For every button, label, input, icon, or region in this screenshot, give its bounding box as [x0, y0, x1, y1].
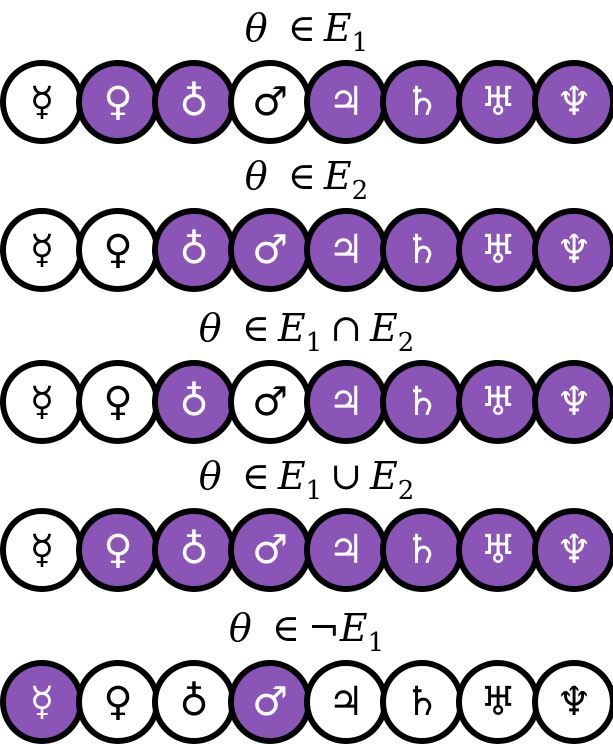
jupiter-icon: ♃ [304, 208, 388, 292]
panel-title: θ ∈E2 [0, 148, 613, 204]
symbol-row: ☿♀♁♂♃♄♅♆ [0, 360, 613, 444]
saturn-icon: ♄ [380, 60, 464, 144]
jupiter-icon: ♃ [304, 360, 388, 444]
jupiter-icon: ♃ [304, 60, 388, 144]
venus-icon: ♀ [76, 508, 160, 592]
panel-title: θ ∈E1∩E2 [0, 300, 613, 356]
set-a-subscript: 2 [351, 176, 369, 206]
uranus-icon: ♅ [456, 660, 540, 744]
panel-title: θ ∈E1∪E2 [0, 448, 613, 504]
earth-icon: ♁ [152, 508, 236, 592]
set-a-name: E [323, 154, 352, 198]
panel-title: θ ∈E1 [0, 0, 613, 56]
saturn-icon: ♄ [380, 360, 464, 444]
uranus-icon: ♅ [456, 208, 540, 292]
mars-icon: ♂ [228, 208, 312, 292]
neptune-icon: ♆ [532, 208, 613, 292]
set-a-subscript: 1 [351, 28, 369, 58]
set-b-subscript: 2 [397, 476, 415, 506]
mercury-icon: ☿ [0, 660, 84, 744]
panel-title: θ ∈¬E1 [0, 600, 613, 656]
set-b-name: E [369, 306, 398, 350]
union-symbol: ∪ [330, 454, 362, 498]
mars-icon: ♂ [228, 660, 312, 744]
set-b-subscript: 2 [397, 328, 415, 358]
negation-symbol: ¬ [307, 606, 340, 650]
jupiter-icon: ♃ [304, 508, 388, 592]
saturn-icon: ♄ [380, 508, 464, 592]
set-a-name: E [339, 606, 368, 650]
symbol-row: ☿♀♁♂♃♄♅♆ [0, 60, 613, 144]
symbol-row: ☿♀♁♂♃♄♅♆ [0, 508, 613, 592]
earth-icon: ♁ [152, 208, 236, 292]
neptune-icon: ♆ [532, 508, 613, 592]
theta-symbol: θ [198, 306, 222, 350]
element-of-symbol: ∈ [287, 6, 316, 50]
saturn-icon: ♄ [380, 660, 464, 744]
saturn-icon: ♄ [380, 208, 464, 292]
uranus-icon: ♅ [456, 60, 540, 144]
mars-icon: ♂ [228, 60, 312, 144]
venus-icon: ♀ [76, 660, 160, 744]
set-a-subscript: 1 [305, 476, 323, 506]
uranus-icon: ♅ [456, 508, 540, 592]
set-a-subscript: 1 [305, 328, 323, 358]
theta-symbol: θ [244, 6, 268, 50]
intersection-symbol: ∩ [330, 306, 362, 350]
jupiter-icon: ♃ [304, 660, 388, 744]
element-of-symbol: ∈ [241, 306, 270, 350]
mars-icon: ♂ [228, 508, 312, 592]
uranus-icon: ♅ [456, 360, 540, 444]
neptune-icon: ♆ [532, 660, 613, 744]
mercury-icon: ☿ [0, 508, 84, 592]
earth-icon: ♁ [152, 660, 236, 744]
symbol-row: ☿♀♁♂♃♄♅♆ [0, 660, 613, 744]
mercury-icon: ☿ [0, 60, 84, 144]
earth-icon: ♁ [152, 360, 236, 444]
venus-icon: ♀ [76, 208, 160, 292]
set-a-name: E [277, 306, 306, 350]
element-of-symbol: ∈ [287, 154, 316, 198]
symbol-row: ☿♀♁♂♃♄♅♆ [0, 208, 613, 292]
mars-icon: ♂ [228, 360, 312, 444]
mercury-icon: ☿ [0, 360, 84, 444]
element-of-symbol: ∈ [271, 606, 300, 650]
venus-icon: ♀ [76, 360, 160, 444]
set-b-name: E [369, 454, 398, 498]
theta-symbol: θ [198, 454, 222, 498]
theta-symbol: θ [228, 606, 252, 650]
element-of-symbol: ∈ [241, 454, 270, 498]
set-a-name: E [323, 6, 352, 50]
theta-symbol: θ [244, 154, 268, 198]
neptune-icon: ♆ [532, 360, 613, 444]
neptune-icon: ♆ [532, 60, 613, 144]
earth-icon: ♁ [152, 60, 236, 144]
set-a-subscript: 1 [367, 628, 385, 658]
mercury-icon: ☿ [0, 208, 84, 292]
set-a-name: E [277, 454, 306, 498]
venus-icon: ♀ [76, 60, 160, 144]
